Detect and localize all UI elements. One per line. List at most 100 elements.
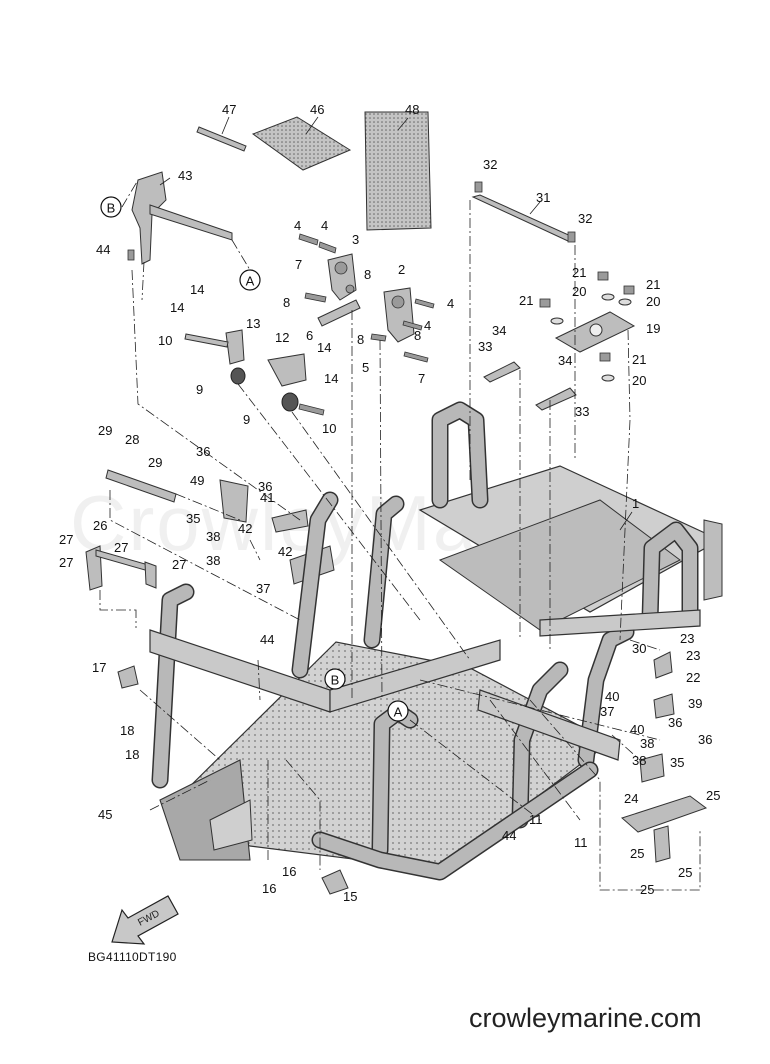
part-12-mount: [267, 353, 325, 416]
part-31-bar: [471, 194, 574, 242]
part-17-clip: [117, 665, 139, 689]
part-2-mount: [383, 287, 415, 343]
svg-text:36: 36: [196, 444, 210, 459]
part-35-bracket-right: [639, 753, 665, 783]
svg-text:33: 33: [478, 339, 492, 354]
svg-text:34: 34: [492, 323, 506, 338]
svg-text:15: 15: [343, 889, 357, 904]
part-35-bracket: [219, 479, 249, 523]
part-24-bracket: [621, 795, 708, 863]
svg-text:22: 22: [686, 670, 700, 685]
brand-text: crowleymarine.com: [469, 1003, 702, 1033]
svg-text:44: 44: [96, 242, 110, 257]
svg-text:11: 11: [529, 812, 543, 827]
svg-text:27: 27: [172, 557, 186, 572]
svg-text:4: 4: [447, 296, 454, 311]
svg-text:34: 34: [558, 353, 572, 368]
svg-text:49: 49: [190, 473, 204, 488]
bolt-32: [474, 181, 483, 193]
svg-text:4: 4: [294, 218, 301, 233]
part-46-mat: [251, 116, 352, 171]
svg-text:29: 29: [98, 423, 112, 438]
svg-text:18: 18: [125, 747, 139, 762]
part-13-mount: [184, 329, 246, 385]
svg-text:36: 36: [668, 715, 682, 730]
part-47-strip: [196, 126, 247, 152]
svg-text:27: 27: [59, 532, 73, 547]
svg-text:40: 40: [630, 722, 644, 737]
svg-text:8: 8: [364, 267, 371, 282]
svg-text:25: 25: [678, 865, 692, 880]
svg-text:45: 45: [98, 807, 112, 822]
svg-text:21: 21: [632, 352, 646, 367]
svg-text:46: 46: [310, 102, 324, 117]
svg-text:29: 29: [148, 455, 162, 470]
svg-text:16: 16: [282, 864, 296, 879]
part-15-clip: [321, 869, 349, 895]
svg-text:20: 20: [572, 284, 586, 299]
svg-text:35: 35: [186, 511, 200, 526]
svg-text:43: 43: [178, 168, 192, 183]
svg-text:26: 26: [93, 518, 107, 533]
svg-text:3: 3: [352, 232, 359, 247]
svg-text:27: 27: [114, 540, 128, 555]
svg-text:48: 48: [405, 102, 419, 117]
ref-mark-a-top: A: [239, 269, 261, 291]
svg-text:13: 13: [246, 316, 260, 331]
part-48-panel: [364, 111, 432, 231]
svg-text:24: 24: [624, 791, 638, 806]
svg-text:30: 30: [632, 641, 646, 656]
ref-mark-b-top: B: [100, 196, 122, 218]
svg-text:4: 4: [321, 218, 328, 233]
svg-text:7: 7: [295, 257, 302, 272]
svg-text:A: A: [394, 705, 403, 720]
svg-text:1: 1: [632, 496, 639, 511]
svg-text:20: 20: [646, 294, 660, 309]
svg-text:25: 25: [630, 846, 644, 861]
svg-text:20: 20: [632, 373, 646, 388]
svg-text:37: 37: [256, 581, 270, 596]
svg-text:37: 37: [600, 704, 614, 719]
svg-text:38: 38: [640, 736, 654, 751]
part-1-main-frame: [149, 401, 723, 881]
part-28-bar: [105, 469, 177, 503]
part-33-bracket: [535, 387, 577, 411]
diagram-code: BG41110DT190: [88, 950, 177, 964]
svg-text:47: 47: [222, 102, 236, 117]
svg-text:14: 14: [324, 371, 338, 386]
svg-text:31: 31: [536, 190, 550, 205]
washers-20: [550, 293, 632, 382]
svg-text:36: 36: [698, 732, 712, 747]
part-22-bracket: [653, 651, 673, 679]
svg-text:36: 36: [258, 479, 272, 494]
svg-text:39: 39: [688, 696, 702, 711]
svg-text:25: 25: [640, 882, 654, 897]
svg-text:23: 23: [686, 648, 700, 663]
part-33-bracket: [483, 361, 521, 383]
svg-text:11: 11: [574, 835, 588, 850]
svg-text:21: 21: [572, 265, 586, 280]
svg-text:18: 18: [120, 723, 134, 738]
svg-text:10: 10: [158, 333, 172, 348]
svg-text:10: 10: [322, 421, 336, 436]
svg-text:B: B: [107, 201, 116, 216]
svg-text:40: 40: [605, 689, 619, 704]
svg-text:8: 8: [414, 328, 421, 343]
svg-text:7: 7: [418, 371, 425, 386]
svg-text:27: 27: [59, 555, 73, 570]
svg-text:9: 9: [196, 382, 203, 397]
svg-text:21: 21: [646, 277, 660, 292]
svg-text:21: 21: [519, 293, 533, 308]
svg-text:19: 19: [646, 321, 660, 336]
part-19-plate: [554, 311, 636, 353]
svg-text:35: 35: [670, 755, 684, 770]
svg-text:9: 9: [243, 412, 250, 427]
svg-text:14: 14: [317, 340, 331, 355]
svg-text:A: A: [246, 274, 255, 289]
svg-text:8: 8: [357, 332, 364, 347]
svg-text:42: 42: [238, 521, 252, 536]
svg-text:2: 2: [398, 262, 405, 277]
svg-text:14: 14: [190, 282, 204, 297]
svg-text:44: 44: [260, 632, 274, 647]
